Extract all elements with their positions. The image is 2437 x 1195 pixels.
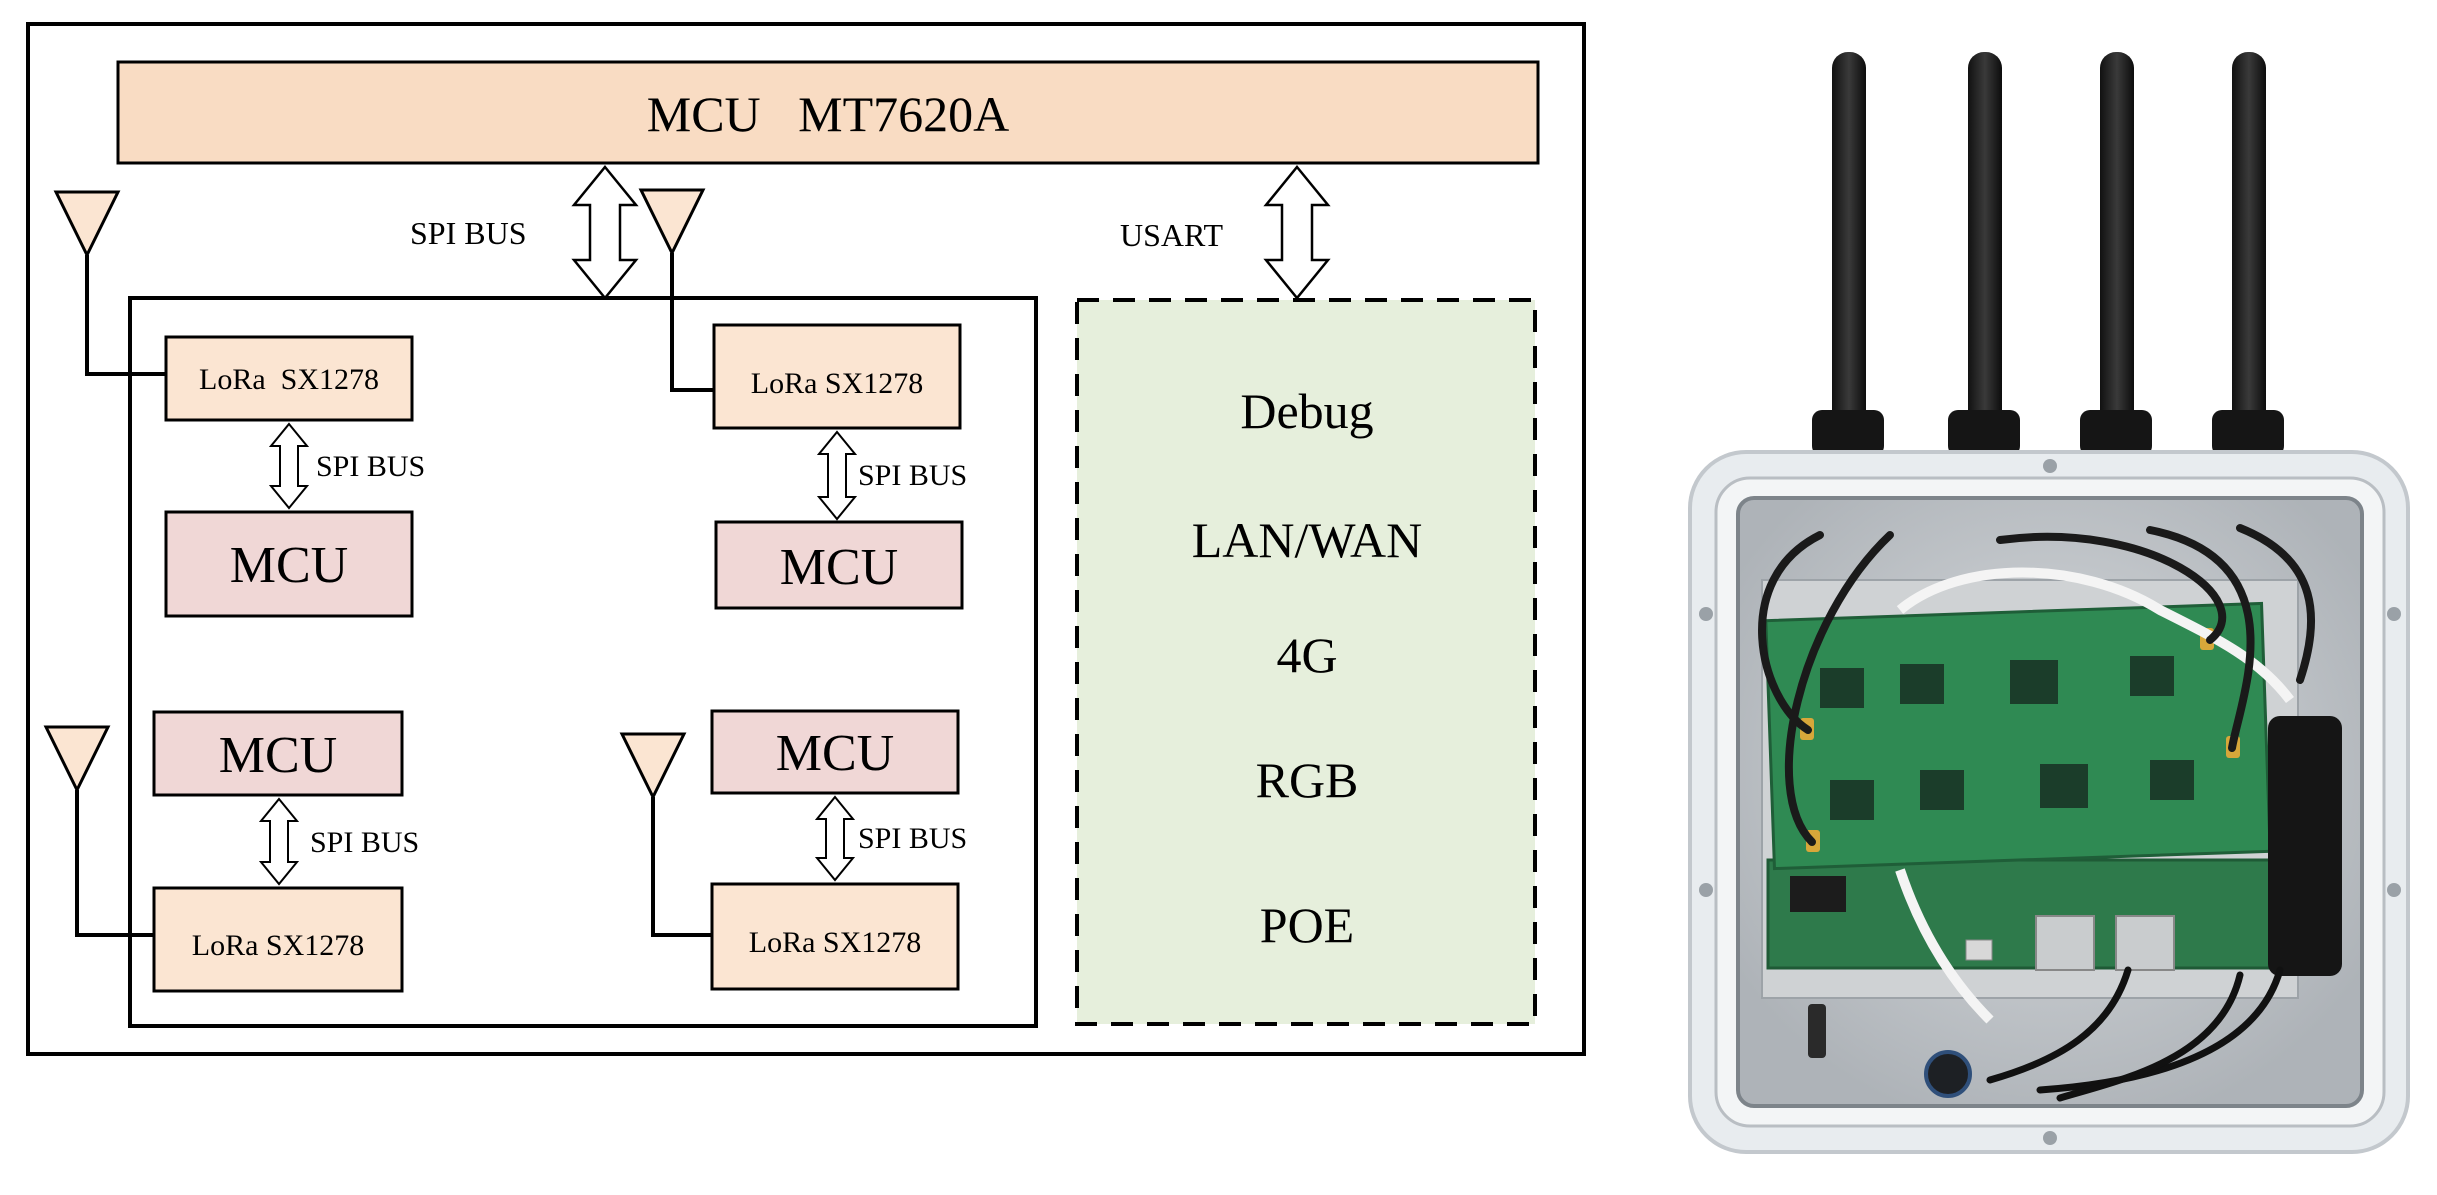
top-spi-bus-label: SPI BUS xyxy=(410,215,527,251)
mcu-label: MCU xyxy=(780,539,898,596)
mcu-label: MCU xyxy=(776,725,894,782)
module-4: MCU SPI BUS LoRa SX1278 xyxy=(710,709,967,991)
board-chips xyxy=(1820,656,2194,820)
peripheral-debug: Debug xyxy=(1240,383,1373,439)
peripheral-poe: POE xyxy=(1260,897,1354,953)
spi-bus-label: SPI BUS xyxy=(316,450,425,483)
antenna-1 xyxy=(53,190,166,376)
peripheral-rgb: RGB xyxy=(1256,752,1359,808)
lora-label: LoRa SX1278 xyxy=(199,363,379,396)
module-2: LoRa SX1278 SPI BUS MCU xyxy=(712,323,967,610)
top-usart-label: USART xyxy=(1120,217,1223,253)
mcu-label: MCU xyxy=(219,727,337,784)
peripheral-box xyxy=(1075,298,1537,1026)
main-mcu-label: MCU MT7620A xyxy=(647,86,1010,142)
spi-bus-top-arrow xyxy=(571,165,639,300)
peripheral-4g: 4G xyxy=(1276,627,1337,683)
antennas xyxy=(1812,52,2284,456)
lora-label: LoRa SX1278 xyxy=(192,929,365,962)
spi-bus-label: SPI BUS xyxy=(858,822,967,855)
gateway-device-photo xyxy=(1688,52,2410,1154)
mcu-label: MCU xyxy=(230,537,348,594)
antenna-4 xyxy=(619,732,712,937)
lora-container xyxy=(128,296,1038,1028)
antenna-3 xyxy=(43,725,154,937)
peripheral-lan-wan: LAN/WAN xyxy=(1192,512,1423,568)
main-mcu-block: MCU MT7620A xyxy=(116,60,1540,165)
coax-cables xyxy=(1758,524,2316,846)
lora-label: LoRa SX1278 xyxy=(751,367,924,400)
lora-label: LoRa SX1278 xyxy=(749,926,922,959)
module-1: LoRa SX1278 SPI BUS MCU xyxy=(164,335,425,618)
spi-bus-label: SPI BUS xyxy=(858,459,967,492)
usart-top-arrow xyxy=(1263,165,1331,300)
spi-bus-label: SPI BUS xyxy=(310,826,419,859)
antenna-2 xyxy=(638,188,714,392)
module-3: MCU SPI BUS LoRa SX1278 xyxy=(152,710,419,993)
